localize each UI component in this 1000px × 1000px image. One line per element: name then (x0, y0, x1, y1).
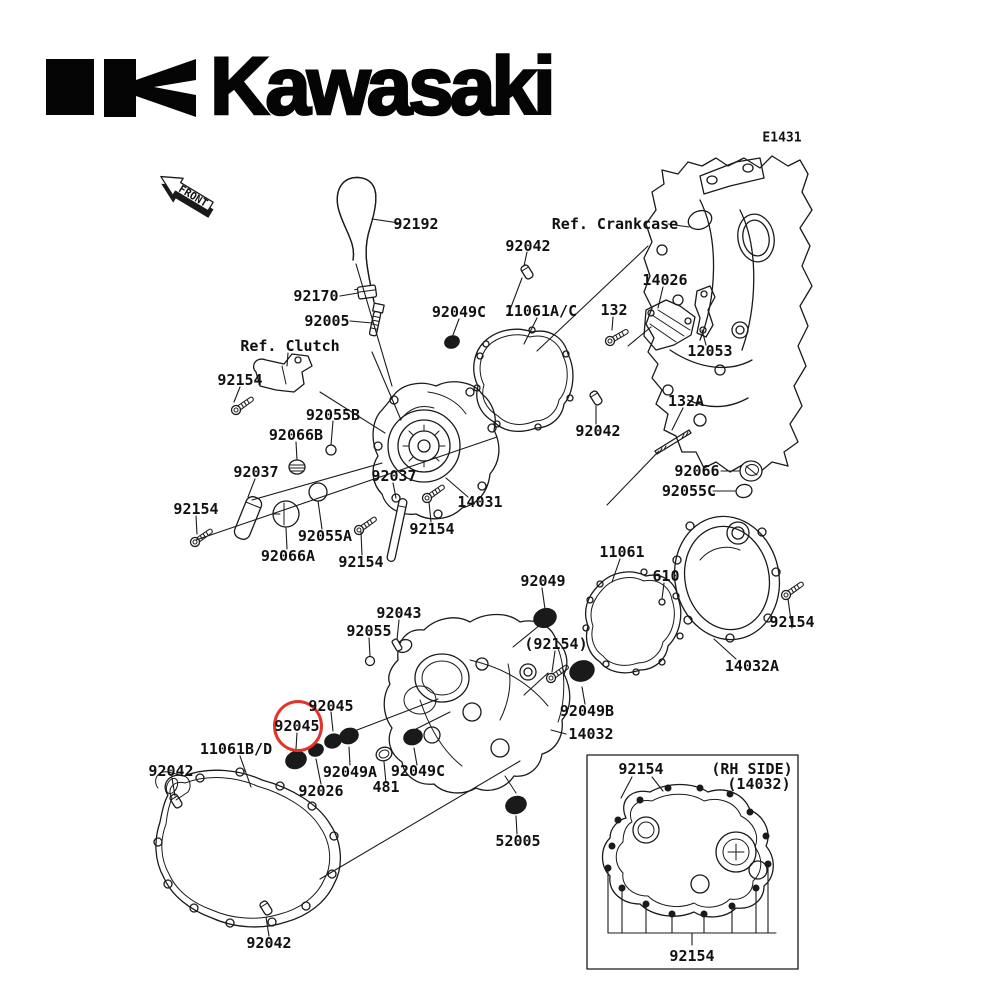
part-label-92045: 92045 (308, 697, 354, 715)
part-label-14032: 14032 (568, 725, 614, 743)
dowel-92042-mid-drawing (588, 389, 604, 407)
seal-92045-drawing (324, 733, 342, 749)
kawasaki-logo: Kawasaki (46, 40, 606, 133)
rod-92037-mid-drawing (386, 497, 408, 563)
part-label-14032a: 14032A (724, 657, 780, 675)
bolt-92154-e-drawing (779, 578, 807, 602)
part-label-92042-bottom: 92042 (246, 934, 292, 952)
part-label-481: 481 (372, 778, 400, 796)
screw-610-drawing (658, 598, 666, 606)
part-label-92042-left: 92042 (148, 762, 194, 780)
part-label-92066b: 92066B (268, 426, 324, 444)
part-label-92066a: 92066A (260, 547, 316, 565)
hose-92192-drawing (336, 176, 377, 303)
gasket-11061-drawing (582, 568, 684, 676)
oring-92055b-drawing (325, 444, 337, 456)
part-label-132: 132 (600, 301, 628, 319)
seal-92049c-bottom-drawing (403, 728, 423, 746)
dowel-92042-bottom-drawing (258, 899, 274, 917)
cover-14032a-drawing (672, 515, 781, 643)
cap-92066-drawing (739, 460, 763, 482)
part-label-14026: 14026 (642, 271, 688, 289)
part-label-92154-b: 92154 (173, 500, 219, 518)
inset-label-14032: (14032) (727, 775, 791, 793)
ref-clutch-label: Ref. Clutch (240, 337, 340, 355)
oring-92055-drawing (364, 655, 376, 667)
leader-lines (171, 218, 793, 937)
seal-92049a-drawing (339, 727, 359, 745)
bolt-92154-d-drawing (352, 513, 380, 537)
part-label-92042-top: 92042 (505, 237, 551, 255)
part-label-92045-circled: 92045 (274, 717, 320, 735)
inset-label-92154-top: 92154 (618, 760, 664, 778)
part-label-92049c-bottom: 92049C (390, 762, 446, 780)
seal-92045-circled-drawing (285, 750, 307, 770)
inset-label-92154-bottom: 92154 (669, 947, 715, 965)
cover-14026-drawing (643, 299, 696, 351)
part-label-92042-mid: 92042 (575, 422, 621, 440)
inset-box (586, 754, 799, 970)
seal-92049c-top-drawing (444, 335, 460, 349)
bolt-92154-b-drawing (188, 525, 216, 549)
part-label-92005: 92005 (304, 312, 350, 330)
part-label-92154-d: 92154 (338, 553, 384, 571)
part-label-92066: 92066 (674, 462, 720, 480)
gasket-11061bd-drawing (153, 767, 342, 928)
ref-crankcase-label: Ref. Crankcase (551, 215, 679, 233)
oring-92055c-drawing (735, 483, 753, 499)
part-label-92154-paren: (92154) (524, 635, 588, 653)
part-label-92043: 92043 (376, 604, 422, 622)
bolt-132-drawing (603, 326, 631, 348)
part-label-92037-mid: 92037 (371, 467, 417, 485)
seal-52005-drawing (505, 795, 527, 815)
clutch-bracket-drawing (252, 353, 313, 393)
part-label-92055c: 92055C (661, 482, 717, 500)
stud-132a-drawing (654, 429, 692, 455)
part-label-92170: 92170 (293, 287, 339, 305)
fitting-92005-drawing (368, 302, 385, 337)
bolt-92154-c-drawing (420, 481, 448, 505)
part-label-11061ac: 11061A/C (504, 302, 578, 320)
diagram-code-label: E1431 (762, 130, 802, 146)
part-label-92154-e: 92154 (769, 613, 815, 631)
part-label-14031: 14031 (457, 493, 503, 511)
part-label-92049c-top: 92049C (431, 303, 487, 321)
crankcase-drawing (643, 155, 813, 473)
red-highlight-circle (273, 700, 323, 752)
part-label-92049: 92049 (520, 572, 566, 590)
cap-92066b-drawing (288, 459, 306, 475)
part-label-92192: 92192 (393, 215, 439, 233)
part-label-92055a: 92055A (297, 527, 353, 545)
front-direction-arrow: FRONT (160, 175, 214, 218)
part-label-12053: 12053 (687, 342, 733, 360)
seal-92049-drawing (533, 607, 557, 629)
plug-92037-left-drawing (233, 496, 263, 540)
kawasaki-k-mark-icon (46, 59, 196, 117)
washer-481-drawing (375, 746, 393, 762)
crankcase-14032-drawing (383, 613, 571, 794)
part-label-52005: 52005 (495, 832, 541, 850)
seal-92049b-drawing (569, 660, 595, 682)
part-label-92037-left: 92037 (233, 463, 279, 481)
part-label-92049b: 92049B (559, 702, 615, 720)
gasket-11061ac-drawing (473, 326, 574, 433)
part-label-610: 610 (652, 567, 680, 585)
pin-92043-drawing (391, 638, 403, 652)
part-label-11061: 11061 (599, 543, 645, 561)
part-label-92049a: 92049A (322, 763, 378, 781)
part-label-132a: 132A (667, 392, 705, 410)
inset-label-rh-side: (RH SIDE) (711, 760, 793, 778)
part-label-92154-a: 92154 (217, 371, 263, 389)
cover-14031-drawing (372, 381, 500, 520)
clamp-92170-drawing (354, 284, 378, 300)
part-label-92055: 92055 (346, 622, 392, 640)
brand-wordmark: Kawasaki (209, 40, 557, 134)
part-label-92154-c: 92154 (409, 520, 455, 538)
disc-92066a-drawing (272, 500, 300, 528)
part-label-11061bd: 11061B/D (199, 740, 273, 758)
part-label-92055b: 92055B (305, 406, 361, 424)
part-label-92026: 92026 (298, 782, 344, 800)
bolt-92154-a-drawing (229, 393, 257, 417)
